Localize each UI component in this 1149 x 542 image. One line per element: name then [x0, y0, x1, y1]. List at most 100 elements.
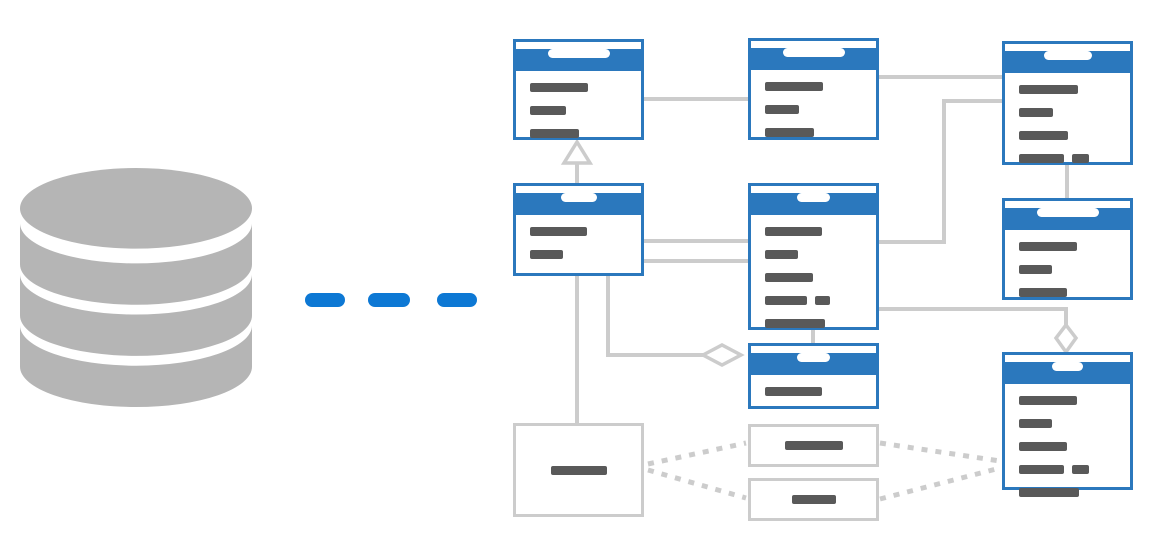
field-row [530, 83, 641, 92]
field-row [765, 82, 876, 91]
class-box-mid-center [748, 183, 879, 330]
dashed-bottomleft-upper [647, 440, 747, 467]
title-header [1005, 208, 1130, 230]
field-placeholder-bar [765, 82, 823, 91]
field-list [751, 70, 876, 137]
ellipsis-dash [437, 293, 477, 307]
dashed-bottomleft-lower [647, 467, 747, 501]
field-placeholder-bar [1019, 85, 1078, 94]
title-header [1005, 51, 1130, 73]
field-row [530, 106, 641, 115]
class-box-small-center [748, 343, 879, 409]
field-placeholder-bar [530, 83, 588, 92]
field-row [1019, 465, 1130, 474]
field-row [765, 296, 876, 305]
field-placeholder-bar [1019, 488, 1079, 497]
field-list [516, 215, 641, 259]
title-header [751, 353, 876, 375]
inheritance-triangle-icon [560, 138, 594, 165]
field-row [765, 319, 876, 328]
field-list [516, 71, 641, 138]
title-placeholder-bar [547, 49, 610, 58]
field-row [1019, 265, 1130, 274]
label-placeholder-bar [791, 495, 836, 504]
field-placeholder-bar [1072, 154, 1089, 163]
field-placeholder-bar [815, 296, 830, 305]
class-box-top-right [1002, 41, 1133, 165]
title-placeholder-bar [1052, 362, 1083, 371]
class-box-mid-left [513, 183, 644, 276]
field-placeholder-bar [765, 273, 813, 282]
field-list [751, 215, 876, 328]
field-placeholder-bar [530, 106, 566, 115]
class-box-top-left [513, 39, 644, 140]
dashed-upper-bottomright [879, 440, 1001, 464]
class-box-mid-right [1002, 198, 1133, 300]
field-placeholder-bar [765, 319, 825, 328]
field-placeholder-bar [765, 128, 814, 137]
field-placeholder-bar [1072, 465, 1089, 474]
field-list [1005, 230, 1130, 297]
title-placeholder-bar [1036, 208, 1099, 217]
field-placeholder-bar [1019, 442, 1067, 451]
title-placeholder-bar [560, 193, 597, 202]
title-placeholder-bar [1043, 51, 1092, 60]
field-row [1019, 396, 1130, 405]
field-list [751, 375, 876, 396]
edge-midcenter-topright [878, 99, 1002, 244]
field-row [1019, 85, 1130, 94]
field-placeholder-bar [1019, 265, 1052, 274]
plain-box-small-lower [748, 478, 879, 521]
database-icon [20, 168, 252, 408]
field-placeholder-bar [765, 296, 807, 305]
field-row [1019, 442, 1130, 451]
field-placeholder-bar [1019, 154, 1064, 163]
title-header [516, 49, 641, 71]
field-row [765, 387, 876, 396]
title-placeholder-bar [797, 193, 830, 202]
aggregation-diamond-icon-right [1053, 322, 1079, 356]
ellipsis-dash [305, 293, 345, 307]
field-list [1005, 73, 1130, 163]
ellipsis-dash [368, 293, 410, 307]
field-placeholder-bar [1019, 288, 1067, 297]
field-row [530, 129, 641, 138]
field-row [765, 273, 876, 282]
plain-box-small-upper [748, 424, 879, 467]
field-placeholder-bar [1019, 242, 1077, 251]
edge-midcenter-bottomright [878, 307, 1068, 325]
field-list [1005, 384, 1130, 497]
title-header [751, 193, 876, 215]
field-row [1019, 488, 1130, 497]
field-row [765, 250, 876, 259]
field-placeholder-bar [1019, 396, 1077, 405]
class-box-bottom-right [1002, 352, 1133, 497]
label-placeholder-bar [784, 441, 843, 450]
field-row [530, 227, 641, 236]
field-row [1019, 154, 1130, 163]
title-header [1005, 362, 1130, 384]
label-placeholder-bar [550, 465, 607, 475]
title-placeholder-bar [782, 48, 845, 57]
field-row [765, 128, 876, 137]
field-row [765, 105, 876, 114]
field-row [765, 227, 876, 236]
class-box-top-middle [748, 38, 879, 140]
field-placeholder-bar [530, 129, 579, 138]
aggregation-diamond-icon-center [699, 343, 745, 367]
plain-box-bottom-left [513, 423, 644, 517]
field-row [1019, 288, 1130, 297]
field-placeholder-bar [765, 227, 822, 236]
field-placeholder-bar [1019, 108, 1053, 117]
field-row [530, 250, 641, 259]
field-row [1019, 108, 1130, 117]
field-placeholder-bar [1019, 131, 1068, 140]
title-header [516, 193, 641, 215]
field-row [1019, 419, 1130, 428]
field-placeholder-bar [765, 250, 798, 259]
edge-midleft-smallcenter [606, 276, 703, 357]
field-placeholder-bar [1019, 419, 1052, 428]
title-placeholder-bar [797, 353, 830, 362]
